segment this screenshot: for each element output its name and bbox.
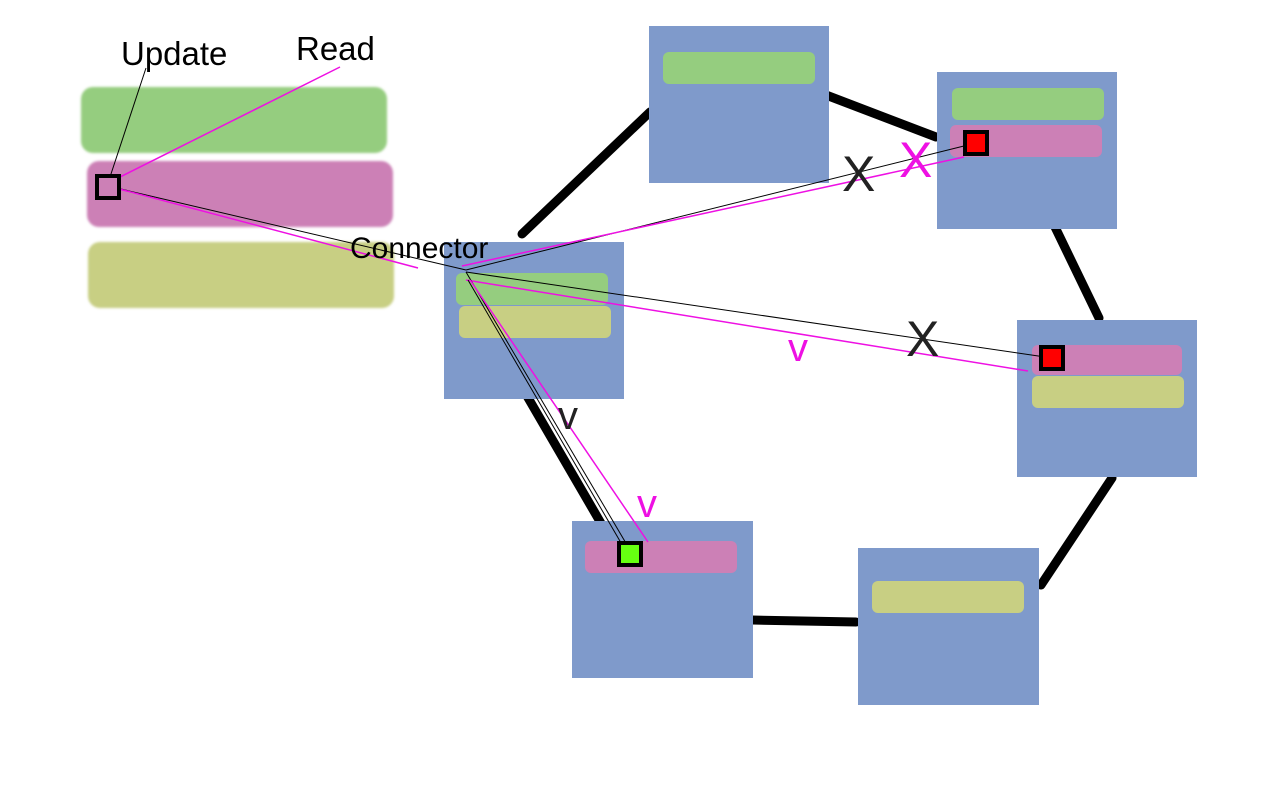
update-line-bottom-a xyxy=(465,271,631,551)
mark-update-top-right: X xyxy=(842,146,875,202)
mark-update-right: X xyxy=(906,311,939,367)
status-fail-right xyxy=(1039,345,1065,371)
read-to-connector-line xyxy=(107,185,419,269)
status-ok-bottom xyxy=(617,541,643,567)
read-line-top-right xyxy=(461,156,965,267)
edge-bottom-center xyxy=(522,391,607,530)
client-handle xyxy=(95,174,121,200)
mark-read-right: v xyxy=(788,326,808,370)
node-bottom xyxy=(572,521,753,678)
client-connector-lines xyxy=(107,66,467,271)
connector-fanout-lines xyxy=(461,142,1053,551)
read-line-right xyxy=(465,279,1029,372)
read-label: Read xyxy=(296,30,375,67)
ring-edges xyxy=(517,90,1117,627)
update-line-top-right xyxy=(465,142,977,271)
read-label-line xyxy=(107,66,341,184)
connector-label: Connector xyxy=(350,232,488,265)
edge-top-topright xyxy=(821,90,941,142)
node-bottom-pink-bar xyxy=(585,541,737,573)
update-to-connector-line xyxy=(107,185,467,271)
status-squares xyxy=(95,130,1065,567)
client-record xyxy=(81,87,394,308)
edge-bottomright-bottom xyxy=(747,615,861,627)
node-top xyxy=(649,26,829,183)
edge-center-top xyxy=(517,107,655,239)
update-line-bottom-b xyxy=(467,279,625,549)
update-line-right xyxy=(465,271,1053,359)
mark-read-top-right: X xyxy=(899,132,932,188)
node-top-right-green-bar xyxy=(952,88,1104,120)
node-bottom-right xyxy=(858,548,1039,705)
update-label: Update xyxy=(121,35,227,72)
update-label-line xyxy=(107,67,147,184)
client-pink-bar xyxy=(87,161,393,227)
read-line-bottom xyxy=(469,279,649,543)
node-top-green-bar xyxy=(663,52,815,84)
node-right xyxy=(1017,320,1197,477)
status-fail-top-right xyxy=(963,130,989,156)
mark-update-bottom: v xyxy=(558,394,578,438)
mark-read-bottom: v xyxy=(637,482,657,526)
edge-right-bottomright xyxy=(1036,473,1117,590)
node-center-yellow-bar xyxy=(459,306,611,338)
edge-topright-right xyxy=(1050,222,1104,323)
node-bottom-right-yellow-bar xyxy=(872,581,1024,613)
node-right-pink-bar xyxy=(1032,345,1182,375)
node-right-yellow-bar xyxy=(1032,376,1184,408)
client-yellow-bar xyxy=(88,242,394,308)
